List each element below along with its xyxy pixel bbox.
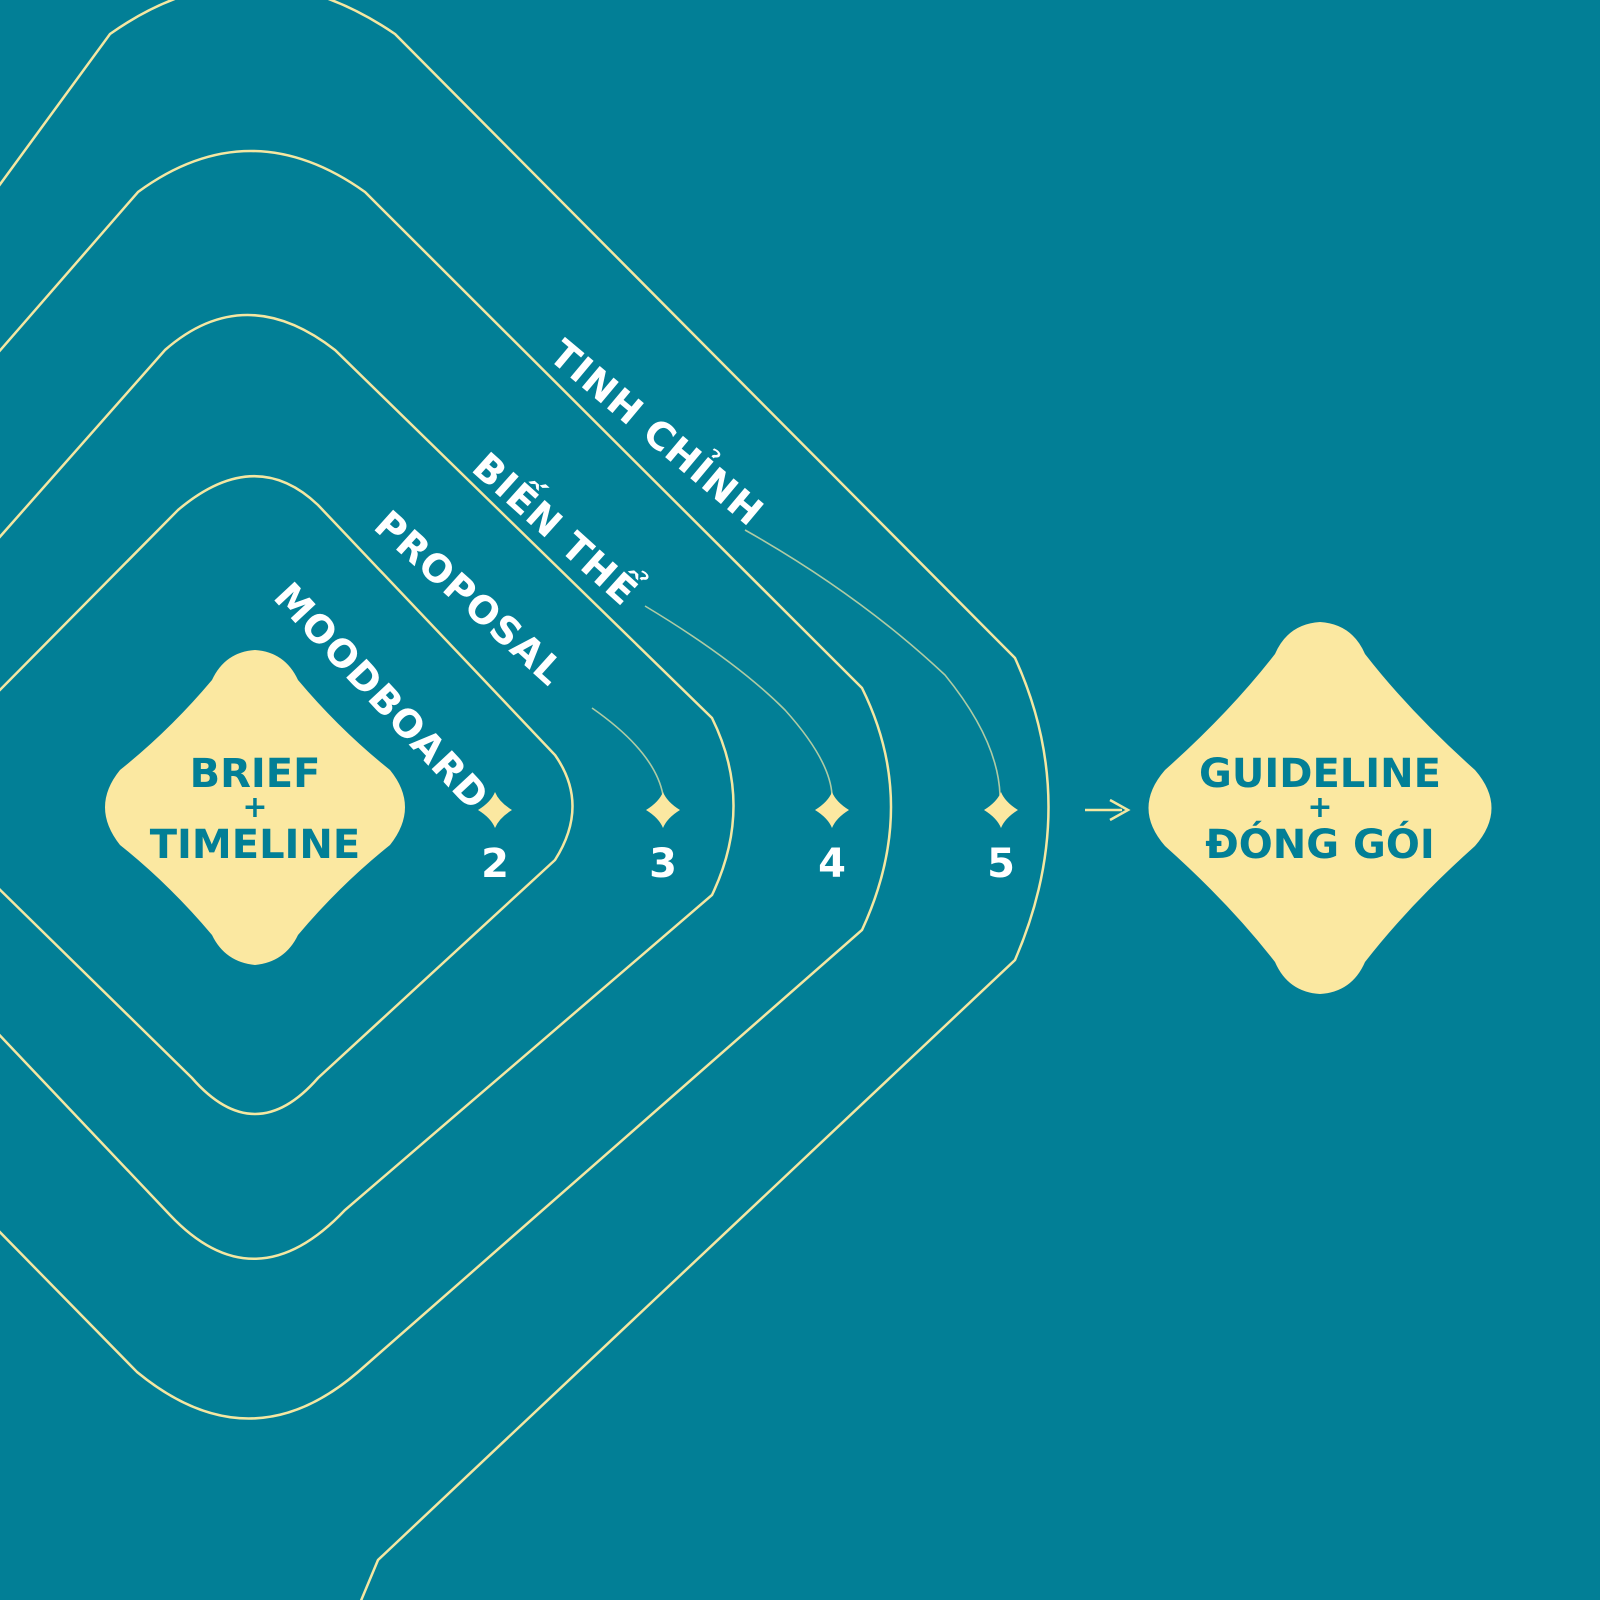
end-node-line2: ĐÓNG GÓI bbox=[1205, 820, 1434, 868]
flow-arrow bbox=[1085, 798, 1131, 822]
marker-diamond-3 bbox=[646, 792, 680, 828]
start-node-line1: BRIEF bbox=[190, 751, 321, 797]
stage-number-2: 2 bbox=[481, 841, 509, 887]
connector-4 bbox=[644, 605, 833, 796]
end-node-plus: + bbox=[1307, 790, 1332, 825]
start-node-line2: TIMELINE bbox=[150, 822, 360, 868]
end-node-shape bbox=[1148, 622, 1492, 994]
ring-moodboard bbox=[0, 475, 574, 1116]
stage-number-3: 3 bbox=[649, 841, 677, 887]
stage-connectors bbox=[591, 529, 1001, 796]
ring-proposal bbox=[0, 313, 735, 1260]
end-node-line1: GUIDELINE bbox=[1199, 751, 1441, 797]
marker-diamond-2 bbox=[478, 792, 512, 828]
connector-5 bbox=[744, 529, 1001, 796]
marker-diamond-5 bbox=[984, 792, 1018, 828]
stage-rings bbox=[0, 0, 1050, 1600]
start-node: BRIEF + TIMELINE bbox=[105, 650, 405, 965]
connector-3 bbox=[591, 707, 664, 796]
stage-label-tinh-chinh: TINH CHỈNH bbox=[541, 328, 774, 535]
stage-numbers: 2 3 4 5 bbox=[481, 841, 1015, 887]
stage-number-4: 4 bbox=[818, 841, 846, 887]
stage-number-5: 5 bbox=[987, 841, 1015, 887]
stage-markers bbox=[478, 792, 1018, 828]
ring-tinh-chinh bbox=[0, 0, 1050, 1600]
start-node-plus: + bbox=[242, 790, 267, 825]
ring-bien-the bbox=[0, 149, 893, 1420]
marker-diamond-4 bbox=[815, 792, 849, 828]
start-node-shape bbox=[105, 650, 405, 965]
end-node: GUIDELINE + ĐÓNG GÓI bbox=[1148, 622, 1492, 994]
